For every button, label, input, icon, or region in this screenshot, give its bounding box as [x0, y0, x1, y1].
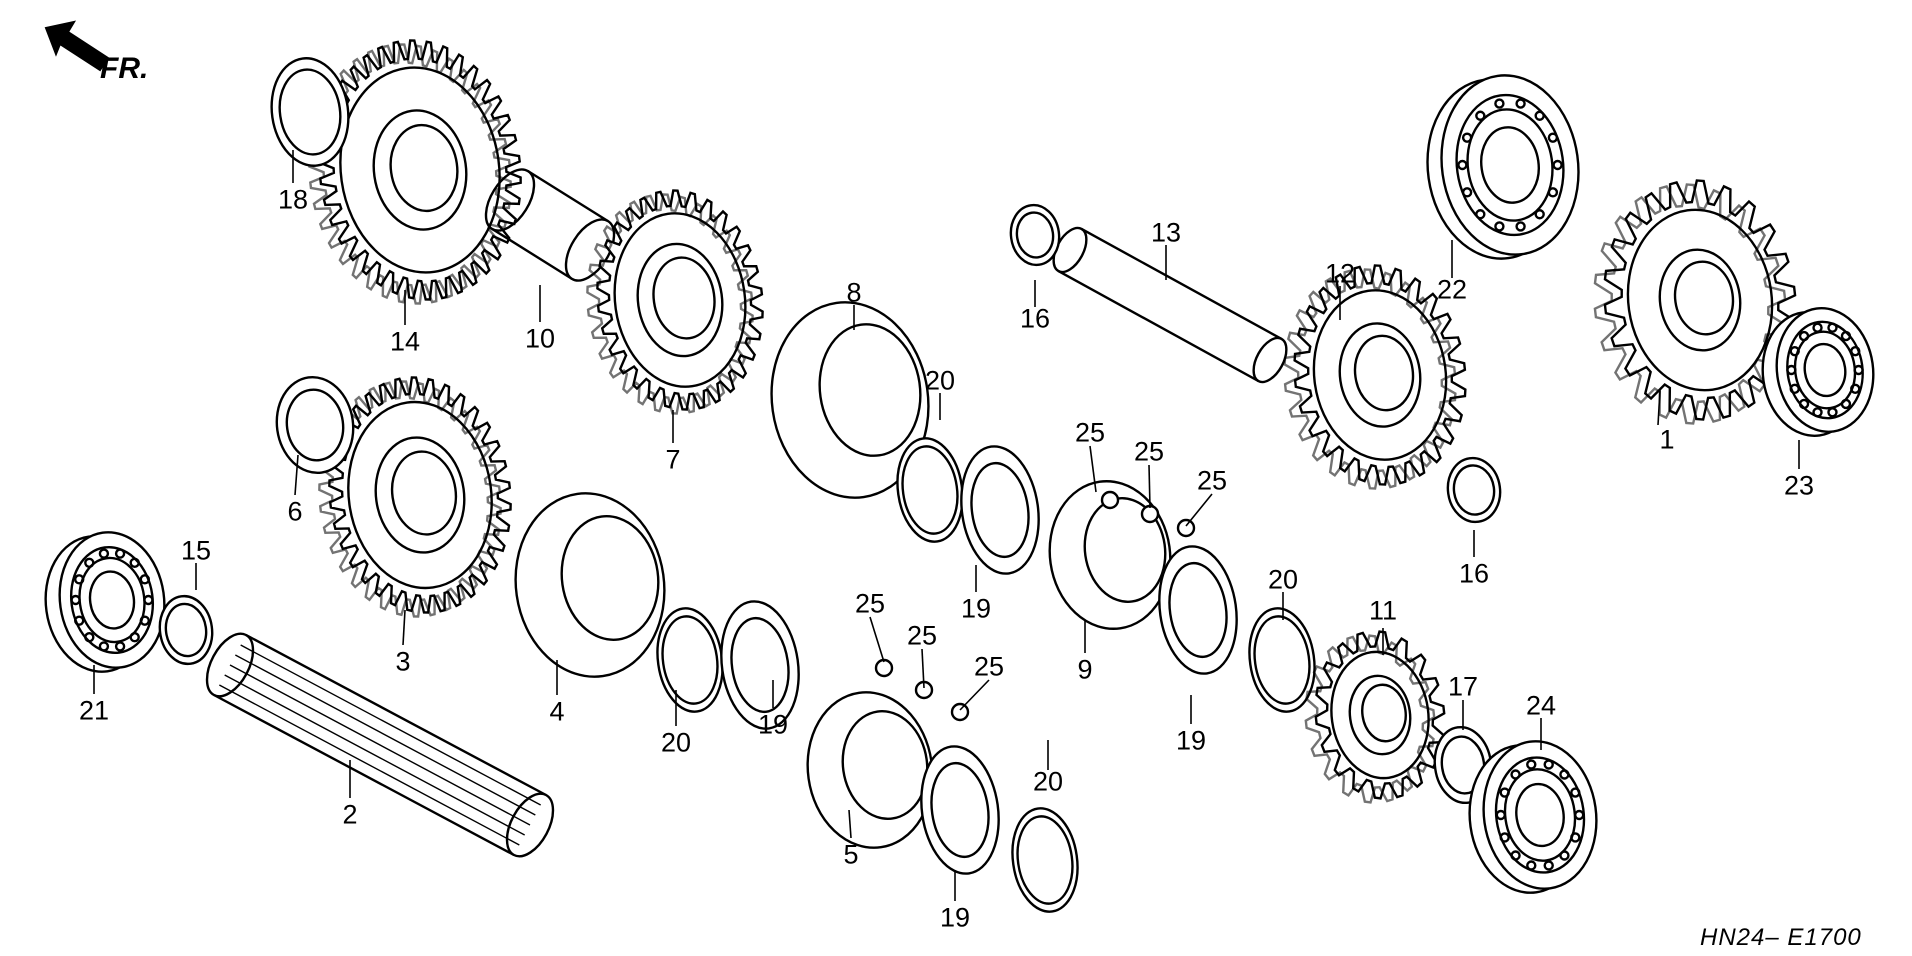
callout-c19d: 19 [1175, 725, 1207, 756]
reference-code: HN24– E1700 [1700, 924, 1862, 951]
callout-c25b: 25 [1133, 436, 1165, 467]
callout-c18: 18 [277, 184, 309, 215]
part-25-roller [950, 702, 970, 722]
part-25-roller [1140, 504, 1160, 524]
part-8-shifter [770, 301, 930, 499]
callout-c8: 8 [846, 277, 862, 308]
leader-line [921, 648, 925, 689]
callout-c3: 3 [395, 646, 411, 677]
part-24-bearing [1468, 740, 1598, 894]
leader-line [1657, 389, 1661, 426]
part-15-washer [158, 594, 214, 666]
part-7-gear [586, 189, 764, 415]
leader-line [402, 609, 406, 646]
part-14-gear [308, 39, 522, 305]
part-16-washer-a [1009, 203, 1061, 267]
callout-c4: 4 [549, 696, 565, 727]
leader-line [294, 454, 299, 496]
callout-c20b: 20 [924, 365, 956, 396]
part-19-ring-a [720, 600, 800, 730]
part-3-gear [318, 376, 512, 618]
part-25-roller [1100, 490, 1120, 510]
callout-c25d: 25 [854, 588, 886, 619]
callout-c16b: 16 [1458, 558, 1490, 589]
part-12-gear [1283, 264, 1467, 490]
callout-c22: 22 [1436, 274, 1468, 305]
part-11-gear [1304, 630, 1446, 804]
callout-c19b: 19 [960, 593, 992, 624]
part-20-circlip-d [1011, 807, 1079, 913]
callout-c1: 1 [1659, 424, 1675, 455]
part-22-bearing [1426, 74, 1580, 260]
part-13-countershaft [1052, 226, 1288, 384]
callout-c6: 6 [287, 496, 303, 527]
callout-c16a: 16 [1019, 303, 1051, 334]
leader-line [1185, 493, 1213, 527]
callout-c21: 21 [78, 695, 110, 726]
leader-line [1089, 445, 1097, 493]
callout-c12: 12 [1324, 258, 1356, 289]
callout-c17: 17 [1447, 671, 1479, 702]
callout-c25f: 25 [973, 651, 1005, 682]
callout-c20a: 20 [660, 727, 692, 758]
callout-c20d: 20 [1032, 766, 1064, 797]
part-19-ring-b [960, 445, 1040, 575]
part-18-washer [270, 57, 350, 167]
part-25-roller [874, 658, 894, 678]
callout-c24: 24 [1525, 690, 1557, 721]
leader-line [959, 679, 990, 711]
callout-c20c: 20 [1267, 564, 1299, 595]
callout-c2: 2 [342, 799, 358, 830]
leader-line [869, 616, 885, 663]
part-6-bushing [275, 375, 355, 475]
callout-c7: 7 [665, 444, 681, 475]
part-20-circlip-c [1248, 607, 1316, 713]
part-23-bearing [1761, 307, 1875, 437]
callout-c25c: 25 [1196, 465, 1228, 496]
front-label: FR. [100, 52, 149, 85]
callout-c19c: 19 [939, 902, 971, 933]
callout-c9: 9 [1077, 654, 1093, 685]
part-2-mainshaft [205, 632, 555, 858]
part-4-shifter [514, 492, 666, 678]
part-20-circlip-a [656, 607, 724, 713]
callout-c5: 5 [843, 839, 859, 870]
front-arrow-icon [44, 20, 110, 72]
part-21-bearing [44, 531, 166, 673]
callout-c25a: 25 [1074, 417, 1106, 448]
part-16-washer-b [1446, 456, 1502, 524]
callout-c25e: 25 [906, 620, 938, 651]
part-19-ring-c [1158, 545, 1238, 675]
callout-c11: 11 [1368, 595, 1398, 626]
part-19-ring-d [920, 745, 1000, 875]
callout-c15: 15 [180, 535, 212, 566]
part-20-circlip-b [896, 437, 964, 543]
part-1-countershaft-gear [1593, 179, 1797, 425]
part-25-roller [1176, 518, 1196, 538]
callout-c14: 14 [389, 326, 421, 357]
callout-c10: 10 [524, 323, 556, 354]
callout-c19a: 19 [757, 709, 789, 740]
part-5-bushing [806, 691, 934, 849]
leader-line [848, 809, 852, 839]
callout-c13: 13 [1150, 217, 1182, 248]
callout-c23: 23 [1783, 470, 1815, 501]
leader-line [1148, 464, 1151, 509]
